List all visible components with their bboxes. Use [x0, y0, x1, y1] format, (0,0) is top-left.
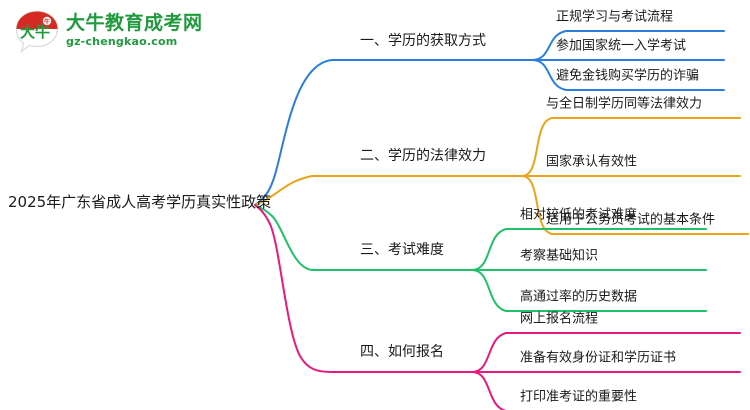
- branch-2-links: [254, 117, 749, 235]
- site-logo[interactable]: 大牛 牛 大牛教育成考网 gz-chengkao.com: [14, 8, 202, 56]
- leaf-label-4-1[interactable]: 网上报名流程: [520, 311, 599, 327]
- leaf-label-3-3[interactable]: 高通过率的历史数据: [520, 289, 638, 305]
- branch-4-links: [254, 204, 741, 410]
- leaf-label-1-3[interactable]: 避免金钱购买学历的诈骗: [556, 68, 700, 84]
- logo-domain: gz-chengkao.com: [66, 35, 178, 48]
- branch-label-3[interactable]: 三、考试难度: [360, 242, 444, 258]
- branch-label-1[interactable]: 一、学历的获取方式: [360, 33, 486, 49]
- root-node-label: 2025年广东省成人高考学历真实性政策: [8, 193, 272, 211]
- leaf-label-4-2[interactable]: 准备有效身份证和学历证书: [520, 350, 677, 366]
- svg-text:牛: 牛: [44, 18, 50, 26]
- branch-3-links: [254, 204, 707, 312]
- leaf-label-3-2[interactable]: 考察基础知识: [520, 248, 599, 264]
- daniu-bull-speech-bubble-logo: 大牛 牛: [15, 10, 59, 54]
- leaf-label-1-2[interactable]: 参加国家统一入学考试: [556, 38, 687, 54]
- leaf-label-1-1[interactable]: 正规学习与考试流程: [556, 9, 674, 25]
- leaf-label-4-3[interactable]: 打印准考证的重要性: [520, 389, 638, 405]
- leaf-label-2-1[interactable]: 与全日制学历同等法律效力: [546, 96, 703, 112]
- logo-title: 大牛教育成考网: [66, 12, 203, 34]
- leaf-label-2-3[interactable]: 适用于公务员考试的基本条件: [546, 212, 716, 228]
- svg-text:大牛: 大牛: [20, 23, 50, 41]
- logo-text: 大牛教育成考网 gz-chengkao.com: [66, 12, 203, 49]
- leaf-label-2-2[interactable]: 国家承认有效性: [546, 154, 638, 170]
- branch-label-4[interactable]: 四、如何报名: [360, 344, 444, 360]
- branch-label-2[interactable]: 二、学历的法律效力: [360, 148, 486, 164]
- leaf-label-3-1[interactable]: 相对较低的考试难度: [520, 207, 638, 223]
- branch-1-links: [254, 30, 725, 206]
